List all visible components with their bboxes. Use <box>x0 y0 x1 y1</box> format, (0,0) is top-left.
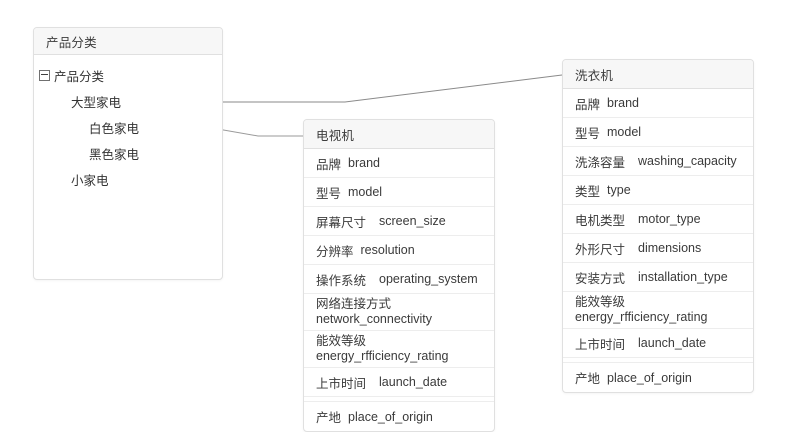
product-category-tree-panel: 产品分类 产品分类 大型家电 白色家电 黑色家电 小家电 <box>33 27 223 280</box>
television-entity-panel: 电视机 品牌 brand 型号 model 屏幕尺寸 screen_size 分… <box>303 119 495 432</box>
attribute-row[interactable]: 上市时间 launch_date <box>563 329 753 358</box>
tree-node-label: 大型家电 <box>71 95 122 110</box>
tree-body: 产品分类 大型家电 白色家电 黑色家电 小家电 <box>34 55 222 192</box>
attribute-row[interactable]: 屏幕尺寸 screen_size <box>304 207 494 236</box>
attribute-label-cn: 能效等级 <box>575 295 626 309</box>
attribute-field-name: model <box>348 185 383 199</box>
attribute-field-name: launch_date <box>638 336 707 350</box>
tree-node-label: 黑色家电 <box>89 147 140 162</box>
attribute-label-cn: 外形尺寸 <box>575 242 626 257</box>
television-attribute-list: 品牌 brand 型号 model 屏幕尺寸 screen_size 分辨率 r… <box>304 149 494 431</box>
tree-node-large-appliances[interactable]: 大型家电 <box>34 88 222 114</box>
tree-node-white-goods[interactable]: 白色家电 <box>34 114 222 140</box>
washing-machine-entity-panel: 洗衣机 品牌 brand 型号 model 洗涤容量 washing_capac… <box>562 59 754 393</box>
attribute-field-name: brand <box>348 156 380 170</box>
attribute-label-cn: 电机类型 <box>575 213 626 228</box>
attribute-label-cn: 型号 <box>316 186 342 201</box>
attribute-row[interactable]: 电机类型 motor_type <box>563 205 753 234</box>
attribute-field-name: type <box>607 183 631 197</box>
attribute-label-cn: 洗涤容量 <box>575 155 626 170</box>
tree-node-black-goods[interactable]: 黑色家电 <box>34 140 222 166</box>
washing-machine-panel-title: 洗衣机 <box>563 60 753 89</box>
tree-node-label: 白色家电 <box>89 121 140 136</box>
attribute-row[interactable]: 分辨率 resolution <box>304 236 494 265</box>
attribute-label-cn: 型号 <box>575 126 601 141</box>
attribute-field-name: installation_type <box>638 270 728 284</box>
attribute-row[interactable]: 上市时间 launch_date <box>304 368 494 397</box>
attribute-label-cn: 网络连接方式 <box>316 297 392 311</box>
tree-node-label: 小家电 <box>71 173 109 188</box>
attribute-row[interactable]: 品牌 brand <box>563 89 753 118</box>
attribute-field-name: place_of_origin <box>607 370 692 385</box>
attribute-row[interactable]: 外形尺寸 dimensions <box>563 234 753 263</box>
attribute-label-cn: 品牌 <box>575 97 601 112</box>
attribute-field-name: washing_capacity <box>638 154 737 168</box>
attribute-row-origin[interactable]: 产地 place_of_origin <box>563 363 753 392</box>
section-divider <box>563 358 753 363</box>
attribute-row[interactable]: 能效等级 energy_rfficiency_rating <box>563 292 753 329</box>
attribute-field-name: brand <box>607 96 639 110</box>
attribute-label-cn: 产地 <box>575 372 601 386</box>
attribute-field-name: resolution <box>360 243 415 257</box>
attribute-field-name: network_connectivity <box>316 312 433 326</box>
attribute-label-cn: 屏幕尺寸 <box>316 215 367 230</box>
attribute-field-name: operating_system <box>379 272 478 286</box>
attribute-row[interactable]: 网络连接方式 network_connectivity <box>304 294 494 331</box>
attribute-row[interactable]: 型号 model <box>304 178 494 207</box>
attribute-field-name: dimensions <box>638 241 702 255</box>
television-panel-title: 电视机 <box>304 120 494 149</box>
attribute-label-cn: 分辨率 <box>316 244 354 259</box>
attribute-label-cn: 操作系统 <box>316 273 367 288</box>
attribute-label-cn: 上市时间 <box>316 376 367 391</box>
attribute-row[interactable]: 安装方式 installation_type <box>563 263 753 292</box>
attribute-field-name: place_of_origin <box>348 409 433 424</box>
attribute-label-cn: 类型 <box>575 184 601 199</box>
tree-node-root-label: 产品分类 <box>54 69 105 84</box>
attribute-row[interactable]: 能效等级 energy_rfficiency_rating <box>304 331 494 368</box>
attribute-field-name: launch_date <box>379 375 448 389</box>
attribute-row[interactable]: 操作系统 operating_system <box>304 265 494 294</box>
attribute-field-name: motor_type <box>638 212 701 226</box>
washing-machine-attribute-list: 品牌 brand 型号 model 洗涤容量 washing_capacity … <box>563 89 753 392</box>
collapse-box-icon[interactable] <box>39 69 50 81</box>
attribute-field-name: model <box>607 125 642 139</box>
attribute-row[interactable]: 品牌 brand <box>304 149 494 178</box>
tree-panel-title: 产品分类 <box>34 28 222 55</box>
tree-node-root[interactable]: 产品分类 <box>34 62 222 88</box>
attribute-label-cn: 安装方式 <box>575 271 626 286</box>
attribute-label-cn: 上市时间 <box>575 337 626 352</box>
attribute-field-name: energy_rfficiency_rating <box>575 310 708 324</box>
attribute-row[interactable]: 洗涤容量 washing_capacity <box>563 147 753 176</box>
tree-node-small-appliances[interactable]: 小家电 <box>34 166 222 192</box>
attribute-row[interactable]: 型号 model <box>563 118 753 147</box>
section-divider <box>304 397 494 402</box>
attribute-label-cn: 品牌 <box>316 157 342 172</box>
attribute-field-name: screen_size <box>379 214 446 228</box>
attribute-label-cn: 能效等级 <box>316 334 367 348</box>
attribute-row-origin[interactable]: 产地 place_of_origin <box>304 402 494 431</box>
attribute-field-name: energy_rfficiency_rating <box>316 349 449 363</box>
attribute-row[interactable]: 类型 type <box>563 176 753 205</box>
attribute-label-cn: 产地 <box>316 411 342 425</box>
